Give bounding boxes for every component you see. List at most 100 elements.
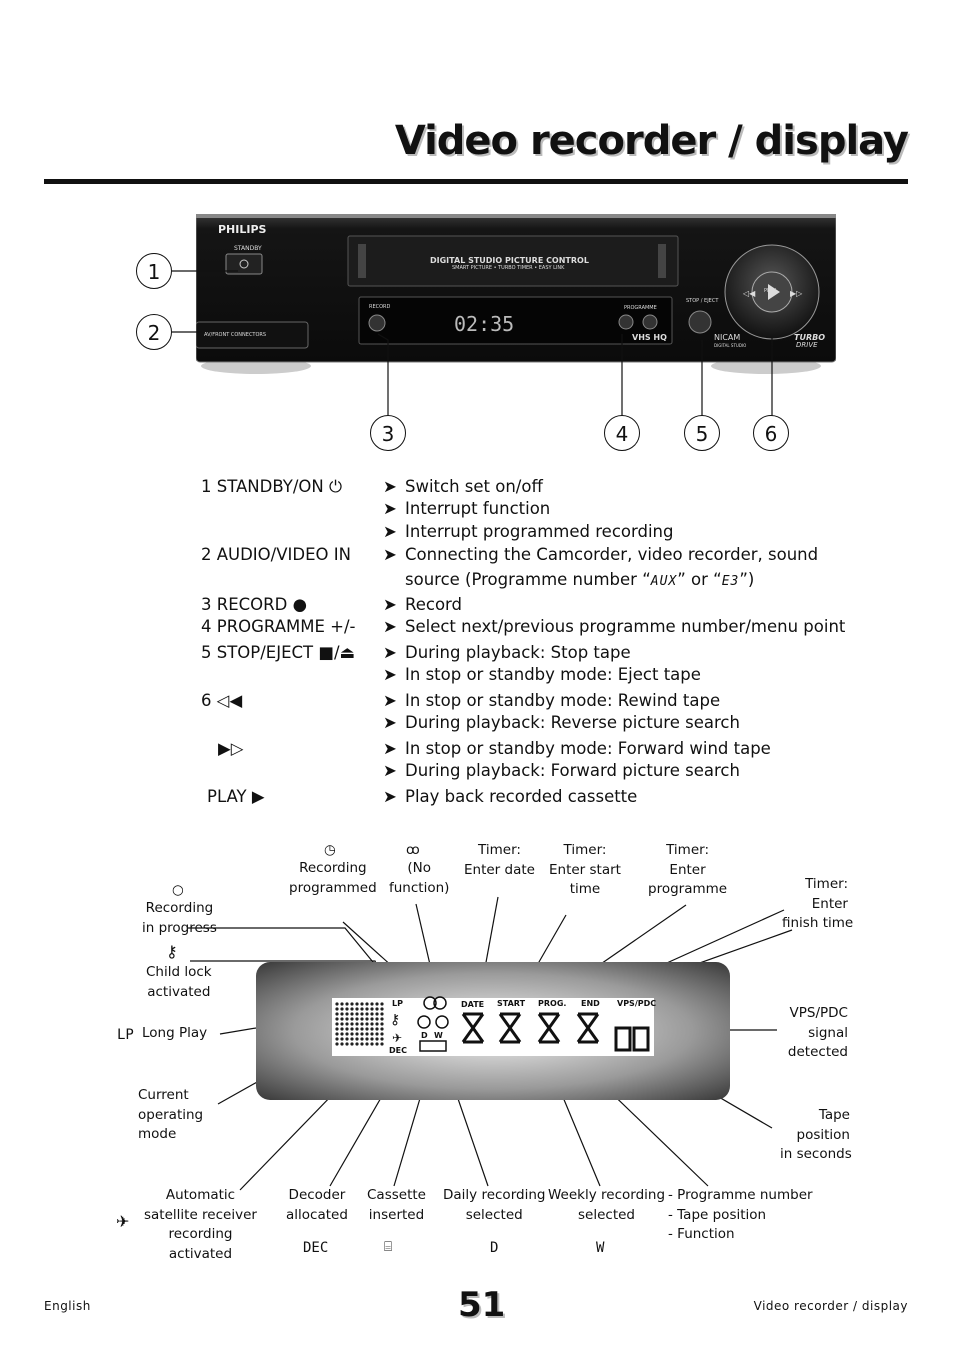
lbl-timer-date: Timer:Enter date xyxy=(464,842,535,878)
lcd-prog: PROG. xyxy=(538,999,566,1008)
fn-ff-item-0: ➤In stop or standby mode: Forward wind t… xyxy=(383,739,771,758)
fn-standby-label: 1 STANDBY/ON xyxy=(201,477,324,496)
lcd-dot xyxy=(355,1012,359,1016)
fn-av-label: 2 AUDIO/VIDEO IN xyxy=(201,545,351,564)
lcd-dot xyxy=(380,1037,384,1041)
fn-standby-item-2: ➤Interrupt programmed recording xyxy=(383,522,674,541)
vcr-av-connectors: AV/FRONT CONNECTORS xyxy=(204,332,267,338)
fn-prog-label: 4 PROGRAMME +/- xyxy=(201,617,356,636)
vcr-nicam: NICAM xyxy=(714,333,741,342)
lcd-dot xyxy=(375,1037,379,1041)
lcd-dot xyxy=(340,1022,344,1026)
forward-icon: ▶▷ xyxy=(218,739,244,758)
fn-stop-item-0: ➤During playback: Stop tape xyxy=(383,643,631,662)
lcd-dot xyxy=(365,1027,369,1031)
fn-prog-item: ➤Select next/previous programme number/m… xyxy=(383,617,846,636)
lcd-dot xyxy=(345,1007,349,1011)
lcd-dot xyxy=(360,1032,364,1036)
lcd-dot xyxy=(345,1027,349,1031)
lcd-dot xyxy=(355,1007,359,1011)
lcd-dot xyxy=(380,1017,384,1021)
lcd-dot xyxy=(375,1017,379,1021)
lcd-dot xyxy=(375,1012,379,1016)
fn-play-item: ➤Play back recorded cassette xyxy=(383,787,638,806)
lcd-dot xyxy=(335,1002,339,1006)
arrow-icon: ➤ xyxy=(383,545,397,564)
lcd-dot xyxy=(375,1002,379,1006)
lcd-dot xyxy=(360,1017,364,1021)
lcd-dot xyxy=(345,1017,349,1021)
vcr-stop-eject-label: STOP / EJECT xyxy=(686,298,719,304)
lcd-dot xyxy=(375,1022,379,1026)
lcd-dot xyxy=(365,1037,369,1041)
lcd-dot xyxy=(380,1022,384,1026)
cassette-icon: ⌸ xyxy=(384,1239,393,1255)
lcd-dot xyxy=(340,1007,344,1011)
lcd-dot xyxy=(345,1037,349,1041)
lcd-end: END xyxy=(581,999,600,1008)
no-function-icon: ꝏ xyxy=(406,842,420,858)
callout-4: 4 xyxy=(604,415,640,451)
fn-play: PLAY ▶ xyxy=(207,787,265,806)
lcd-dot xyxy=(370,1032,374,1036)
arrow-icon: ➤ xyxy=(383,643,397,662)
arrow-icon: ➤ xyxy=(383,617,397,636)
lcd-dot xyxy=(355,1002,359,1006)
lcd-dot xyxy=(360,1027,364,1031)
dec-code: DEC xyxy=(303,1240,329,1256)
vcr-digital-studio: DIGITAL STUDIO xyxy=(714,343,747,348)
arrow-icon: ➤ xyxy=(383,477,397,496)
lcd-dot xyxy=(335,1007,339,1011)
lcd-dot xyxy=(350,1032,354,1036)
fn-av-item-1: source (Programme number “AUX” or “E3”) xyxy=(405,570,755,589)
lcd-dot xyxy=(340,1002,344,1006)
satellite-icon: ✈ xyxy=(116,1212,130,1231)
lcd-dot xyxy=(335,1037,339,1041)
lcd-dot xyxy=(350,1027,354,1031)
lcd-dot xyxy=(350,1002,354,1006)
lcd-panel: LP DEC DATE START PROG. END VPS/PDC D W … xyxy=(256,962,730,1100)
vcr-cassette-title: DIGITAL STUDIO PICTURE CONTROL xyxy=(430,256,589,265)
svg-text:◁◀: ◁◀ xyxy=(742,289,756,298)
fn-standby: 1 STANDBY/ON ⏻ xyxy=(201,477,342,497)
record-dot-icon: ● xyxy=(292,595,307,614)
power-icon: ⏻ xyxy=(329,477,343,496)
lcd-dot xyxy=(370,1017,374,1021)
lcd-dot xyxy=(345,1002,349,1006)
vcr-play-label: PLAY xyxy=(764,288,777,294)
clock-icon: ◷ xyxy=(324,842,336,858)
lcd-dot xyxy=(350,1037,354,1041)
lcd-dot xyxy=(350,1012,354,1016)
seg-aux: AUX xyxy=(650,574,678,589)
lcd-dec: DEC xyxy=(389,1046,407,1055)
vcr-drive: DRIVE xyxy=(796,341,818,349)
rewind-icon: ◁◀ xyxy=(216,691,243,710)
svg-text:▶▷: ▶▷ xyxy=(790,289,803,298)
footer-language: English xyxy=(44,1299,91,1313)
arrow-icon: ➤ xyxy=(383,787,397,806)
lcd-dot xyxy=(375,1042,379,1046)
lcd-dot xyxy=(375,1032,379,1036)
callout-5: 5 xyxy=(684,415,720,451)
lcd-dot xyxy=(350,1007,354,1011)
stop-eject-icon: ■/⏏ xyxy=(318,643,356,662)
lcd-start: START xyxy=(497,999,526,1008)
vcr-lcd-time: 02:35 xyxy=(454,312,515,336)
lcd-dot xyxy=(345,1042,349,1046)
vcr-standby-label: STANDBY xyxy=(234,245,262,252)
lcd-dot xyxy=(335,1032,339,1036)
vcr-vhs-hq: VHS HQ xyxy=(632,333,667,342)
lcd-dot xyxy=(350,1022,354,1026)
lcd-dot xyxy=(360,1022,364,1026)
lcd-lp: LP xyxy=(392,999,403,1008)
lcd-dot xyxy=(355,1017,359,1021)
page-number: 51 xyxy=(458,1285,506,1325)
lcd-dot xyxy=(380,1032,384,1036)
lcd-dot xyxy=(360,1012,364,1016)
arrow-icon: ➤ xyxy=(383,739,397,758)
callout-3: 3 xyxy=(370,415,406,451)
